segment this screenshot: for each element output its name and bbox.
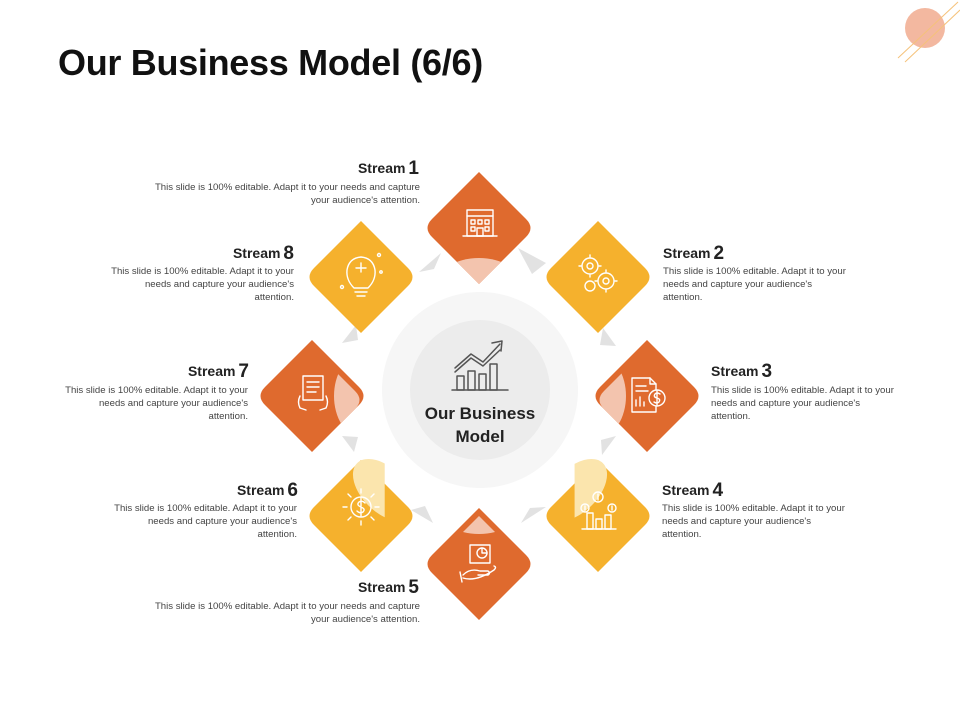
arrow-7-8 bbox=[342, 325, 358, 343]
stream-7-description: This slide is 100% editable. Adapt it to… bbox=[65, 385, 248, 422]
stream-3-description: This slide is 100% editable. Adapt it to… bbox=[711, 385, 894, 422]
stream-2-description: This slide is 100% editable. Adapt it to… bbox=[663, 266, 846, 303]
stream-6-title-text: Stream bbox=[236, 482, 285, 498]
stream-8-description: This slide is 100% editable. Adapt it to… bbox=[111, 266, 294, 303]
stream-6-description: This slide is 100% editable. Adapt it to… bbox=[114, 503, 297, 540]
arrow-6-7 bbox=[342, 436, 358, 452]
arrow-2-3 bbox=[600, 328, 616, 346]
stream-3-title-text: Stream bbox=[711, 363, 759, 379]
dollar-bar-chart-icon bbox=[580, 491, 617, 530]
building-icon bbox=[462, 209, 498, 237]
stream-5-diamond bbox=[427, 508, 531, 620]
center-label-line2: Model bbox=[455, 427, 505, 446]
stream-4-description: This slide is 100% editable. Adapt it to… bbox=[662, 503, 845, 540]
stream-8-title-text: Stream bbox=[232, 245, 281, 261]
stream-7-diamond bbox=[260, 340, 364, 452]
stream-6-diamond bbox=[309, 458, 416, 572]
stream-6-number: 6 bbox=[287, 480, 298, 501]
gears-icon bbox=[578, 254, 618, 293]
hand-chart-icon bbox=[459, 544, 497, 583]
document-hands-icon bbox=[297, 375, 329, 411]
stream-2-number: 2 bbox=[713, 243, 725, 264]
slide-title: Our Business Model (6/6) bbox=[58, 42, 483, 83]
stream-3-number: 3 bbox=[761, 361, 773, 382]
stream-5-title-text: Stream bbox=[357, 579, 406, 595]
center-label: Our Business Model bbox=[410, 402, 550, 448]
document-dollar-icon bbox=[631, 377, 666, 413]
arrow-1-2 bbox=[518, 248, 546, 274]
arrow-3-4 bbox=[601, 436, 616, 455]
stream-1-number: 1 bbox=[408, 158, 419, 179]
stream-2-diamond bbox=[546, 221, 650, 333]
arrow-5-6 bbox=[411, 506, 433, 523]
stream-2-title-text: Stream bbox=[663, 245, 711, 261]
center-label-line1: Our Business bbox=[424, 404, 536, 423]
stream-5-number: 5 bbox=[408, 577, 419, 598]
stream-4-diamond bbox=[544, 458, 650, 572]
stream-7-number: 7 bbox=[238, 361, 249, 382]
stream-1-description: This slide is 100% editable. Adapt it to… bbox=[154, 182, 420, 206]
lightbulb-icon bbox=[339, 252, 383, 297]
stream-3-diamond bbox=[595, 340, 699, 452]
arrow-4-5 bbox=[521, 507, 546, 523]
growth-chart-icon bbox=[451, 340, 509, 391]
stream-8-number: 8 bbox=[283, 243, 294, 264]
stream-1-title-text: Stream bbox=[357, 160, 406, 176]
dollar-gear-icon bbox=[342, 488, 380, 526]
stream-7-title-text: Stream bbox=[187, 363, 236, 379]
stream-8-diamond bbox=[309, 221, 413, 333]
arrow-8-1 bbox=[419, 253, 441, 272]
stream-4-title-text: Stream bbox=[662, 482, 710, 498]
stream-1-diamond bbox=[427, 172, 531, 284]
stream-4-number: 4 bbox=[712, 480, 724, 501]
stream-5-description: This slide is 100% editable. Adapt it to… bbox=[154, 601, 420, 625]
